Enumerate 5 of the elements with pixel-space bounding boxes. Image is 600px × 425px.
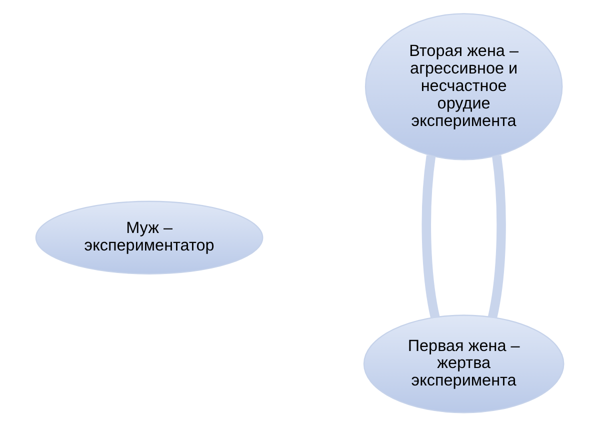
node-ellipse: Первая жена – жертва эксперимента [363,314,564,413]
connector [488,154,506,318]
connector [422,154,440,318]
node-ellipse: Муж – экспериментатор [35,200,264,274]
node-ellipse: Вторая жена – агрессивное и несчастное орудие эксперимента [364,12,563,160]
